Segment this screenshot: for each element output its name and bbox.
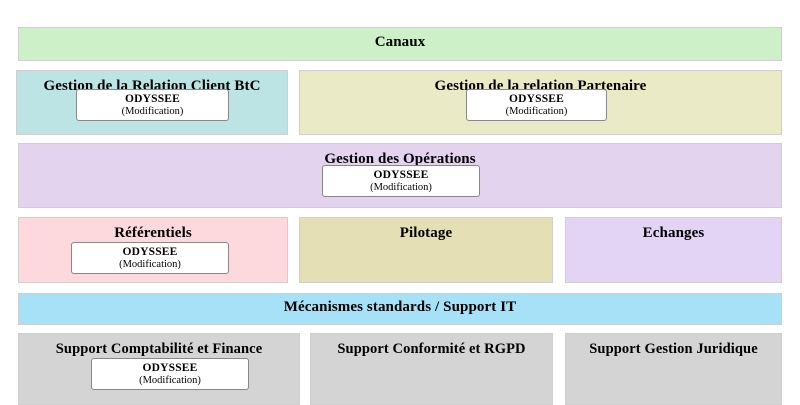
block-title-canaux: Canaux <box>374 34 426 50</box>
block-title-gestion-des-operations: Gestion des Opérations <box>324 151 476 167</box>
odyssee-subtitle: (Modification) <box>139 375 201 386</box>
odyssee-subtitle: (Modification) <box>505 106 568 117</box>
odyssee-card-referentiels[interactable]: ODYSSEE (Modification) <box>71 242 229 274</box>
block-support-gestion-juridique[interactable]: Support Gestion Juridique <box>565 333 782 405</box>
block-gestion-des-operations[interactable]: Gestion des Opérations ODYSSEE (Modifica… <box>18 143 782 208</box>
block-title-echanges: Echanges <box>642 225 705 241</box>
odyssee-subtitle: (Modification) <box>121 106 184 117</box>
odyssee-name: ODYSSEE <box>124 93 181 105</box>
odyssee-name: ODYSSEE <box>122 246 178 258</box>
block-support-conformite-et-rgpd[interactable]: Support Conformité et RGPD <box>310 333 553 405</box>
block-title-referentiels: Référentiels <box>114 225 192 241</box>
odyssee-card-partenaire[interactable]: ODYSSEE (Modification) <box>466 89 607 121</box>
block-title-mecanismes-standards-support-it: Mécanismes standards / Support IT <box>283 299 517 315</box>
block-gestion-relation-client-btc[interactable]: Gestion de la Relation Client BtC ODYSSE… <box>16 70 288 135</box>
block-canaux[interactable]: Canaux <box>18 27 782 61</box>
odyssee-name: ODYSSEE <box>508 93 565 105</box>
block-referentiels[interactable]: Référentiels ODYSSEE (Modification) <box>18 217 288 283</box>
block-title-support-gestion-juridique: Support Gestion Juridique <box>589 341 758 357</box>
block-mecanismes-standards-support-it[interactable]: Mécanismes standards / Support IT <box>18 293 782 325</box>
odyssee-name: ODYSSEE <box>373 169 429 181</box>
block-title-pilotage: Pilotage <box>399 225 453 241</box>
odyssee-card-client[interactable]: ODYSSEE (Modification) <box>76 89 229 121</box>
odyssee-card-operations[interactable]: ODYSSEE (Modification) <box>322 165 480 197</box>
block-gestion-relation-partenaire[interactable]: Gestion de la relation Partenaire ODYSSE… <box>299 70 782 135</box>
odyssee-name: ODYSSEE <box>142 362 198 374</box>
odyssee-card-compta[interactable]: ODYSSEE (Modification) <box>91 358 249 390</box>
block-support-comptabilite-et-finance[interactable]: Support Comptabilité et Finance ODYSSEE … <box>18 333 300 405</box>
odyssee-subtitle: (Modification) <box>119 259 181 270</box>
block-title-support-conformite-et-rgpd: Support Conformité et RGPD <box>337 341 526 357</box>
block-echanges[interactable]: Echanges <box>565 217 782 283</box>
block-title-support-comptabilite-et-finance: Support Comptabilité et Finance <box>55 341 263 357</box>
block-pilotage[interactable]: Pilotage <box>299 217 553 283</box>
odyssee-subtitle: (Modification) <box>370 182 432 193</box>
